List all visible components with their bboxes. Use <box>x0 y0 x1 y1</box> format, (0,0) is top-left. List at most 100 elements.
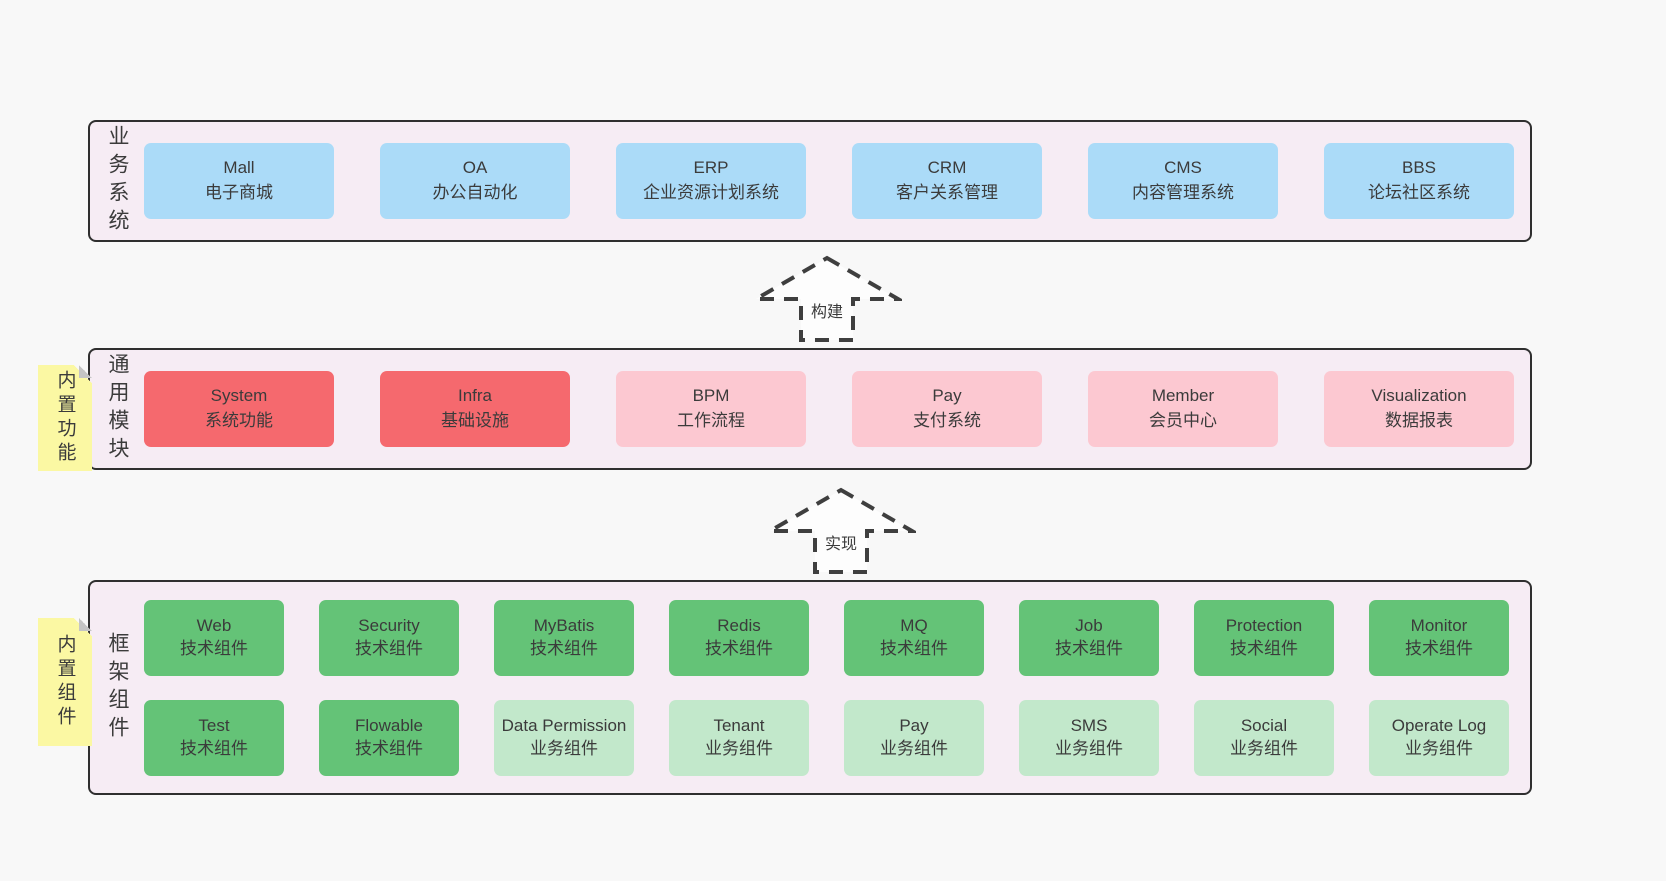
box-title: Flowable <box>354 716 424 736</box>
box-title: Data Permission <box>501 716 627 736</box>
business-boxes: Mall 电子商城 OA 办公自动化 ERP 企业资源计划系统 CRM 客户关系… <box>144 122 1530 240</box>
arrow-label-implement: 实现 <box>822 530 860 554</box>
box-title: Social <box>1240 716 1288 736</box>
box-mybatis: MyBatis 技术组件 <box>494 599 634 676</box>
box-title: CRM <box>927 158 967 178</box>
band-label-text: 业务系统 <box>106 125 129 237</box>
box-title: ERP <box>693 158 729 178</box>
band-label-business: 业务系统 <box>90 122 144 240</box>
up-arrow-implement: 实现 <box>766 486 916 576</box>
box-subtitle: 论坛社区系统 <box>1368 183 1470 202</box>
box-title: Infra <box>457 386 493 406</box>
box-subtitle: 技术组件 <box>180 638 248 658</box>
framework-row-2: Test 技术组件 Flowable 技术组件 Data Permission … <box>144 699 1530 776</box>
box-subtitle: 业务组件 <box>1055 738 1123 758</box>
box-title: Mall <box>223 158 255 178</box>
box-title: BBS <box>1401 158 1437 178</box>
box-title: Pay <box>899 716 929 736</box>
box-bbs: BBS 论坛社区系统 <box>1324 143 1514 219</box>
box-title: Security <box>358 616 420 636</box>
box-title: Member <box>1151 386 1215 406</box>
box-member: Member 会员中心 <box>1088 371 1278 447</box>
box-data-permission: Data Permission 业务组件 <box>494 699 634 776</box>
box-title: Operate Log <box>1391 716 1487 736</box>
box-mq: MQ 技术组件 <box>844 599 984 676</box>
box-title: Web <box>196 616 232 636</box>
box-mall: Mall 电子商城 <box>144 143 334 219</box>
band-label-text: 通用模块 <box>106 353 129 465</box>
box-title: SMS <box>1070 716 1108 736</box>
sticky-note-text: 内置组件 <box>54 634 76 730</box>
box-subtitle: 业务组件 <box>530 738 598 758</box>
box-title: OA <box>462 158 488 178</box>
box-title: BPM <box>692 386 730 406</box>
box-subtitle: 技术组件 <box>705 638 773 658</box>
box-subtitle: 技术组件 <box>180 738 248 758</box>
box-title: System <box>210 386 268 406</box>
box-subtitle: 数据报表 <box>1385 411 1453 430</box>
box-subtitle: 技术组件 <box>530 638 598 658</box>
box-subtitle: 业务组件 <box>1405 738 1473 758</box>
box-system: System 系统功能 <box>144 371 334 447</box>
box-title: MyBatis <box>533 616 595 636</box>
band-business-systems: 业务系统 Mall 电子商城 OA 办公自动化 ERP 企业资源计划系统 CRM… <box>88 120 1532 242</box>
box-erp: ERP 企业资源计划系统 <box>616 143 806 219</box>
box-subtitle: 会员中心 <box>1149 411 1217 430</box>
box-title: Pay <box>932 386 962 406</box>
box-subtitle: 内容管理系统 <box>1132 183 1234 202</box>
box-title: CMS <box>1164 158 1202 178</box>
band-label-modules: 通用模块 <box>90 350 144 468</box>
box-bpm: BPM 工作流程 <box>616 371 806 447</box>
box-title: Job <box>1075 616 1103 636</box>
box-subtitle: 业务组件 <box>705 738 773 758</box>
box-title: Visualization <box>1371 386 1467 406</box>
box-flowable: Flowable 技术组件 <box>319 699 459 776</box>
box-security: Security 技术组件 <box>319 599 459 676</box>
box-pay-component: Pay 业务组件 <box>844 699 984 776</box>
box-subtitle: 技术组件 <box>355 738 423 758</box>
box-job: Job 技术组件 <box>1019 599 1159 676</box>
box-sms: SMS 业务组件 <box>1019 699 1159 776</box>
sticky-note-built-in-features: 内置功能 <box>38 365 92 471</box>
arrow-label-build: 构建 <box>808 298 846 322</box>
box-title: Tenant <box>713 716 765 736</box>
framework-row-1: Web 技术组件 Security 技术组件 MyBatis 技术组件 Redi… <box>144 599 1530 676</box>
box-subtitle: 电子商城 <box>205 183 273 202</box>
box-subtitle: 办公自动化 <box>432 183 518 202</box>
box-title: Monitor <box>1410 616 1468 636</box>
box-subtitle: 系统功能 <box>205 411 273 430</box>
box-subtitle: 企业资源计划系统 <box>643 183 779 202</box>
box-subtitle: 技术组件 <box>1055 638 1123 658</box>
box-crm: CRM 客户关系管理 <box>852 143 1042 219</box>
box-web: Web 技术组件 <box>144 599 284 676</box>
box-cms: CMS 内容管理系统 <box>1088 143 1278 219</box>
box-title: MQ <box>900 616 928 636</box>
box-subtitle: 支付系统 <box>913 411 981 430</box>
box-test: Test 技术组件 <box>144 699 284 776</box>
module-boxes: System 系统功能 Infra 基础设施 BPM 工作流程 Pay 支付系统… <box>144 350 1530 468</box>
box-title: Redis <box>717 616 761 636</box>
band-label-text: 框架组件 <box>106 631 129 744</box>
box-pay-system: Pay 支付系统 <box>852 371 1042 447</box>
box-oa: OA 办公自动化 <box>380 143 570 219</box>
band-common-modules: 通用模块 System 系统功能 Infra 基础设施 BPM 工作流程 Pay… <box>88 348 1532 470</box>
box-subtitle: 技术组件 <box>880 638 948 658</box>
box-social: Social 业务组件 <box>1194 699 1334 776</box>
box-title: Protection <box>1225 616 1303 636</box>
box-subtitle: 客户关系管理 <box>896 183 998 202</box>
box-monitor: Monitor 技术组件 <box>1369 599 1509 676</box>
box-operate-log: Operate Log 业务组件 <box>1369 699 1509 776</box>
box-subtitle: 技术组件 <box>355 638 423 658</box>
band-label-framework: 框架组件 <box>90 582 144 793</box>
box-subtitle: 工作流程 <box>677 411 745 430</box>
box-tenant: Tenant 业务组件 <box>669 699 809 776</box>
sticky-note-built-in-components: 内置组件 <box>38 618 92 746</box>
band-framework-components: 框架组件 Web 技术组件 Security 技术组件 MyBatis 技术组件… <box>88 580 1532 795</box>
framework-rows: Web 技术组件 Security 技术组件 MyBatis 技术组件 Redi… <box>144 582 1530 793</box>
box-title: Test <box>198 716 230 736</box>
box-subtitle: 基础设施 <box>441 411 509 430</box>
box-subtitle: 业务组件 <box>880 738 948 758</box>
box-subtitle: 技术组件 <box>1230 638 1298 658</box>
box-protection: Protection 技术组件 <box>1194 599 1334 676</box>
